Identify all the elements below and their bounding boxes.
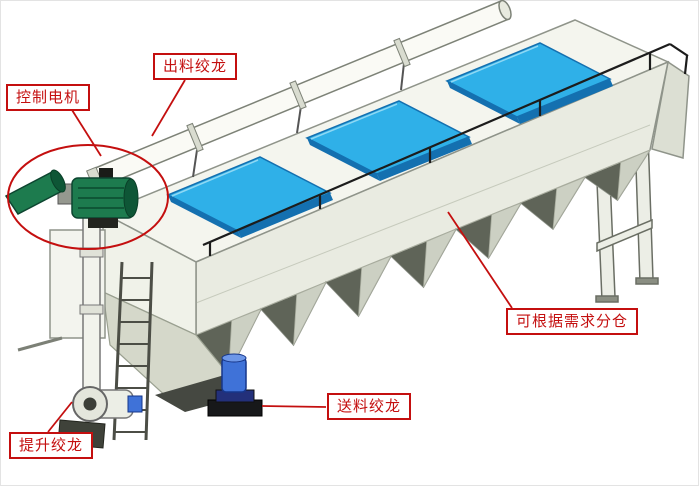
- feed-motor-unit: [207, 353, 263, 417]
- red-annotations: [7, 79, 513, 433]
- label-feed-auger: 送料绞龙: [327, 393, 412, 420]
- side-rod: [17, 336, 63, 352]
- hatch-panel-2: [305, 100, 472, 181]
- leader-control-motor: [71, 109, 102, 157]
- lift-auger-elbow: [57, 386, 143, 449]
- label-control-motor: 控制电机: [6, 84, 91, 111]
- leader-lift-auger: [47, 401, 73, 433]
- leader-compartment: [447, 211, 513, 309]
- label-compartment-note: 可根据需求分仓: [506, 308, 639, 335]
- control-motor-unit: [4, 168, 139, 228]
- side-wall-seam: [195, 124, 651, 304]
- top-railing: [202, 42, 689, 256]
- annotation-circle: [7, 144, 169, 250]
- bin-end-face: [651, 60, 690, 159]
- hopper-top-seam: [195, 149, 651, 336]
- label-lift-auger: 提升绞龙: [9, 432, 94, 459]
- label-discharge-auger: 出料绞龙: [153, 53, 238, 80]
- leader-feed-auger: [261, 405, 327, 408]
- leader-discharge-auger: [151, 79, 186, 137]
- hatch-panel-1: [166, 156, 333, 238]
